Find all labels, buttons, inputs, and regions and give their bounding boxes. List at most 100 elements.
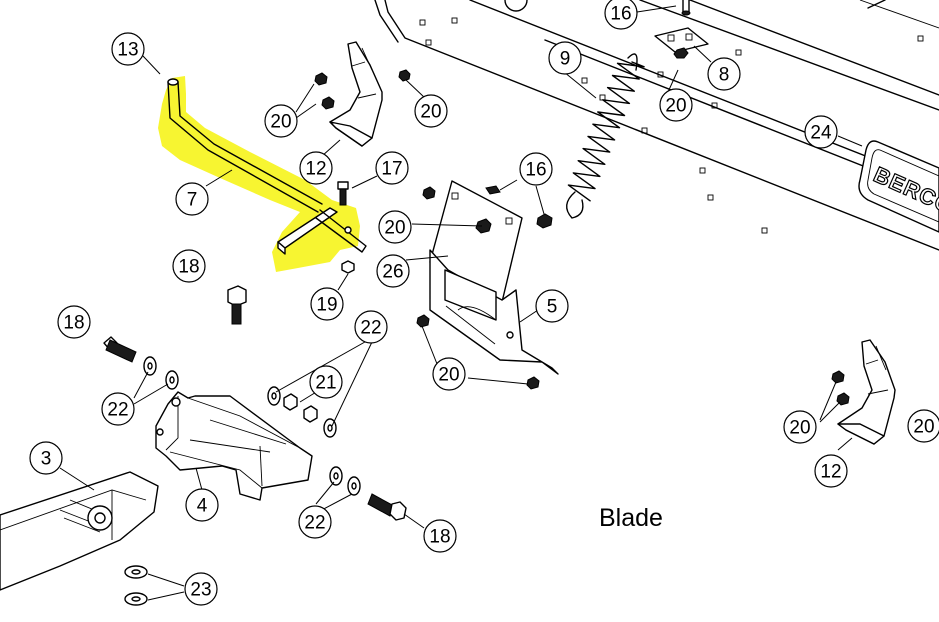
callout-circle (299, 151, 333, 185)
callout-circle (172, 249, 206, 283)
bracket-12-top (329, 41, 383, 147)
callout-circle (414, 94, 448, 128)
callout-c23: 23 (184, 572, 218, 606)
callout-number: 18 (63, 313, 84, 334)
callout-number: 19 (316, 295, 337, 316)
callout-c3: 3 (29, 441, 63, 475)
highlighted-rod-7 (158, 76, 367, 272)
callout-number: 20 (913, 417, 934, 438)
callout-circle (432, 357, 466, 391)
callout-circle (378, 210, 412, 244)
nuts-20-top (314, 69, 411, 110)
callout-c7: 7 (175, 182, 209, 216)
callout-number: 9 (560, 49, 571, 70)
bolt-18-left (103, 336, 179, 390)
callout-circle (375, 151, 409, 185)
callout-c12-a: 12 (299, 151, 333, 185)
callout-c21: 21 (309, 365, 343, 399)
callout-c9: 9 (548, 41, 582, 75)
nut-19 (341, 260, 355, 274)
callout-circle (423, 519, 457, 553)
section-label: Blade (599, 504, 663, 532)
washers-22-lower (329, 466, 361, 496)
callout-number: 16 (525, 160, 546, 181)
part-8-plate (654, 0, 709, 53)
callout-number: 12 (820, 462, 841, 483)
callout-circle (101, 392, 135, 426)
callout-number: 3 (41, 449, 52, 470)
callout-number: 20 (665, 96, 686, 117)
callout-circle (604, 0, 638, 30)
callout-number: 21 (315, 373, 336, 394)
callout-circle (354, 310, 388, 344)
logo-plate: BERCO (858, 140, 939, 233)
callout-c20-b: 20 (264, 104, 298, 138)
callout-number: 24 (810, 123, 832, 144)
callout-number: 8 (719, 65, 730, 86)
part-20-nut-top (673, 47, 689, 59)
callout-c20-d: 20 (378, 210, 412, 244)
callout-c17: 17 (375, 151, 409, 185)
callout-number: 16 (610, 4, 631, 25)
bolt-18-middle (227, 285, 247, 325)
callout-c24: 24 (804, 115, 838, 149)
callout-number: 20 (270, 112, 291, 133)
callout-number: 22 (360, 318, 381, 339)
callout-circle (264, 104, 298, 138)
callout-circle (184, 572, 218, 606)
callout-circle (535, 289, 569, 323)
callout-c20-e: 20 (432, 357, 466, 391)
callout-c12-b: 12 (814, 454, 848, 488)
plate-26-bracket-5 (416, 180, 559, 390)
callout-c5: 5 (535, 289, 569, 323)
blade-body (374, 0, 939, 251)
callout-c26: 26 (376, 254, 410, 288)
callout-c18-c: 18 (423, 519, 457, 553)
callout-c16-a: 16 (604, 0, 638, 30)
callout-number: 17 (381, 159, 402, 180)
callout-circle (185, 488, 219, 522)
callout-number: 4 (197, 496, 208, 517)
callout-circle (707, 57, 741, 91)
callout-circle (783, 410, 817, 444)
callout-number: 23 (190, 580, 211, 601)
callout-c22-b: 22 (101, 392, 135, 426)
callout-number: 18 (178, 257, 199, 278)
callout-number: 20 (438, 365, 459, 386)
callout-circle (111, 32, 145, 66)
callout-circle (298, 505, 332, 539)
callout-circle (907, 409, 939, 443)
callout-number: 7 (187, 190, 198, 211)
fasteners-16-20-mid (422, 185, 553, 229)
washers-23 (124, 565, 148, 606)
leader-lines (59, 5, 863, 601)
callout-bubbles: 13 16 8 9 20 20 20 24 12 17 16 7 20 26 18 19 5 18 22 21 22 20… (29, 0, 939, 606)
callout-c20-f: 20 (783, 410, 817, 444)
callout-circle (814, 454, 848, 488)
callout-number: 22 (107, 400, 128, 421)
callout-circle (376, 254, 410, 288)
callout-number: 20 (789, 418, 810, 439)
bracket-12-bottom (831, 339, 896, 445)
callout-c18-a: 18 (172, 249, 206, 283)
callout-number: 26 (382, 262, 403, 283)
callout-c22-c: 22 (298, 505, 332, 539)
callout-number: 18 (429, 527, 450, 548)
callout-c4: 4 (185, 488, 219, 522)
callout-c16-b: 16 (519, 152, 553, 186)
callout-circle (29, 441, 63, 475)
callout-number: 22 (304, 513, 325, 534)
callout-number: 12 (305, 159, 326, 180)
callout-number: 20 (384, 218, 405, 239)
callout-c8: 8 (707, 57, 741, 91)
callout-circle (548, 41, 582, 75)
callout-circle (57, 305, 91, 339)
callout-c22-a: 22 (354, 310, 388, 344)
callout-c13-a: 13 (111, 32, 145, 66)
callout-number: 5 (547, 297, 558, 318)
spring (566, 53, 645, 219)
callout-circle (659, 88, 693, 122)
frame-3 (0, 471, 159, 591)
callout-circle (519, 152, 553, 186)
